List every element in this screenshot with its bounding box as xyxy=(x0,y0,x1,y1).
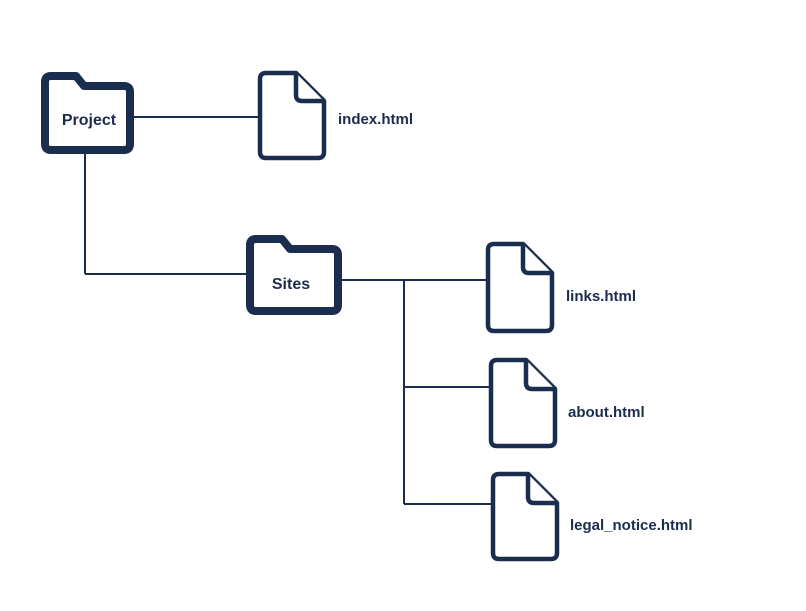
file-node-legal-notice[interactable]: legal_notice.html xyxy=(490,471,693,562)
file-fold xyxy=(523,360,555,392)
file-fold xyxy=(293,73,324,104)
folder-label-sites: Sites xyxy=(272,276,310,293)
file-label-links: links.html xyxy=(566,288,636,305)
folder-label-project: Project xyxy=(62,112,117,129)
file-icon xyxy=(257,70,327,161)
file-fold xyxy=(525,474,557,506)
file-node-index[interactable]: index.html xyxy=(257,70,413,161)
file-icon xyxy=(488,357,558,449)
file-label-index: index.html xyxy=(338,111,413,128)
file-icon xyxy=(485,241,555,334)
folder-node-project[interactable]: Project xyxy=(41,72,134,154)
file-label-about: about.html xyxy=(568,404,645,421)
file-node-links[interactable]: links.html xyxy=(485,241,636,334)
tree-connectors xyxy=(84,116,493,505)
folder-icon xyxy=(41,72,134,154)
file-label-legal-notice: legal_notice.html xyxy=(570,517,693,534)
file-node-about[interactable]: about.html xyxy=(488,357,645,449)
folder-node-sites[interactable]: Sites xyxy=(246,235,342,315)
file-icon xyxy=(490,471,560,562)
file-fold xyxy=(520,244,552,276)
folder-icon xyxy=(246,235,342,315)
